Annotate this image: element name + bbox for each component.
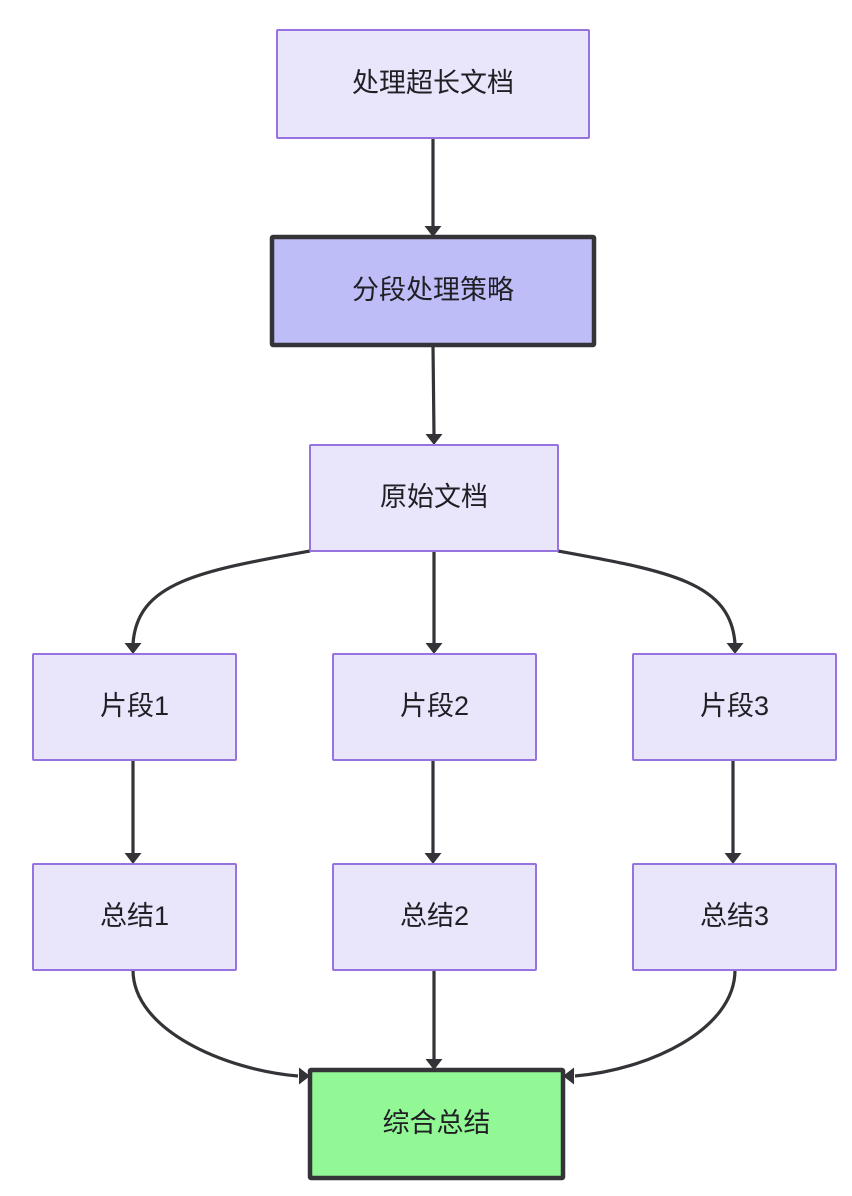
node-label: 片段3 bbox=[700, 691, 769, 721]
edge-arrow bbox=[424, 853, 442, 864]
node-summary-2[interactable]: 总结2 bbox=[332, 863, 537, 971]
node-box[interactable] bbox=[632, 653, 837, 761]
arrow-head bbox=[299, 1067, 310, 1085]
node-box[interactable] bbox=[32, 653, 237, 761]
node-fragment-3[interactable]: 片段3 bbox=[632, 653, 837, 761]
node-label: 综合总结 bbox=[383, 1108, 491, 1138]
arrow-head bbox=[425, 434, 443, 445]
edge-line bbox=[131, 969, 299, 1078]
arrow-head bbox=[563, 1067, 574, 1085]
node-box[interactable] bbox=[269, 234, 597, 348]
edge-fragment-1-to-summary-1 bbox=[124, 760, 142, 864]
node-label: 片段2 bbox=[400, 691, 469, 721]
node-summary-3[interactable]: 总结3 bbox=[632, 863, 837, 971]
node-doc-handling[interactable]: 处理超长文档 bbox=[276, 29, 590, 139]
node-label: 分段处理策略 bbox=[352, 275, 514, 305]
edge-summary-2-to-final-summary bbox=[425, 970, 443, 1070]
node-label: 总结1 bbox=[100, 901, 169, 931]
edge-fragment-2-to-summary-2 bbox=[424, 760, 442, 864]
edge-arrow bbox=[724, 853, 742, 864]
node-box[interactable] bbox=[332, 653, 537, 761]
arrow-head bbox=[124, 853, 142, 864]
edge-summary-1-to-final-summary bbox=[131, 969, 310, 1085]
node-summary-1[interactable]: 总结1 bbox=[32, 863, 237, 971]
edge-arrow bbox=[425, 434, 443, 445]
node-chunk-strategy[interactable]: 分段处理策略 bbox=[269, 234, 597, 348]
edge-fragment-3-to-summary-3 bbox=[724, 760, 742, 864]
node-label: 片段1 bbox=[100, 691, 169, 721]
arrow-head bbox=[425, 643, 443, 654]
edge-line bbox=[131, 549, 311, 645]
edge-arrow bbox=[425, 643, 443, 654]
edge-chunk-strategy-to-source-doc bbox=[425, 344, 443, 445]
arrow-head bbox=[726, 643, 744, 654]
node-box[interactable] bbox=[307, 1067, 566, 1181]
node-box[interactable] bbox=[32, 863, 237, 971]
arrow-head bbox=[424, 226, 442, 237]
node-source-doc[interactable]: 原始文档 bbox=[309, 444, 559, 552]
edge-source-doc-to-fragment-2 bbox=[425, 551, 443, 654]
edge-line bbox=[431, 344, 436, 436]
edge-arrow bbox=[563, 1067, 574, 1085]
node-label: 总结3 bbox=[700, 901, 769, 931]
arrow-head bbox=[724, 853, 742, 864]
arrow-head bbox=[424, 853, 442, 864]
node-box[interactable] bbox=[632, 863, 837, 971]
node-fragment-2[interactable]: 片段2 bbox=[332, 653, 537, 761]
edge-arrow bbox=[726, 643, 744, 654]
edge-arrow bbox=[124, 643, 142, 654]
edge-doc-handling-to-chunk-strategy bbox=[424, 138, 442, 237]
arrow-head bbox=[124, 643, 142, 654]
node-label: 总结2 bbox=[400, 901, 469, 931]
edge-arrow bbox=[424, 226, 442, 237]
edge-source-doc-to-fragment-1 bbox=[124, 549, 311, 654]
edges-layer bbox=[124, 138, 744, 1085]
node-label: 处理超长文档 bbox=[352, 68, 514, 98]
node-box[interactable] bbox=[276, 29, 590, 139]
node-box[interactable] bbox=[309, 444, 559, 552]
node-box[interactable] bbox=[332, 863, 537, 971]
node-final-summary[interactable]: 综合总结 bbox=[307, 1067, 566, 1181]
node-label: 原始文档 bbox=[380, 482, 488, 512]
edge-arrow bbox=[425, 1059, 443, 1070]
edge-summary-3-to-final-summary bbox=[563, 969, 737, 1085]
node-fragment-1[interactable]: 片段1 bbox=[32, 653, 237, 761]
edge-arrow bbox=[299, 1067, 310, 1085]
edge-arrow bbox=[124, 853, 142, 864]
edge-source-doc-to-fragment-3 bbox=[557, 549, 744, 654]
edge-line bbox=[557, 549, 737, 645]
edge-line bbox=[574, 969, 737, 1078]
arrow-head bbox=[425, 1059, 443, 1070]
